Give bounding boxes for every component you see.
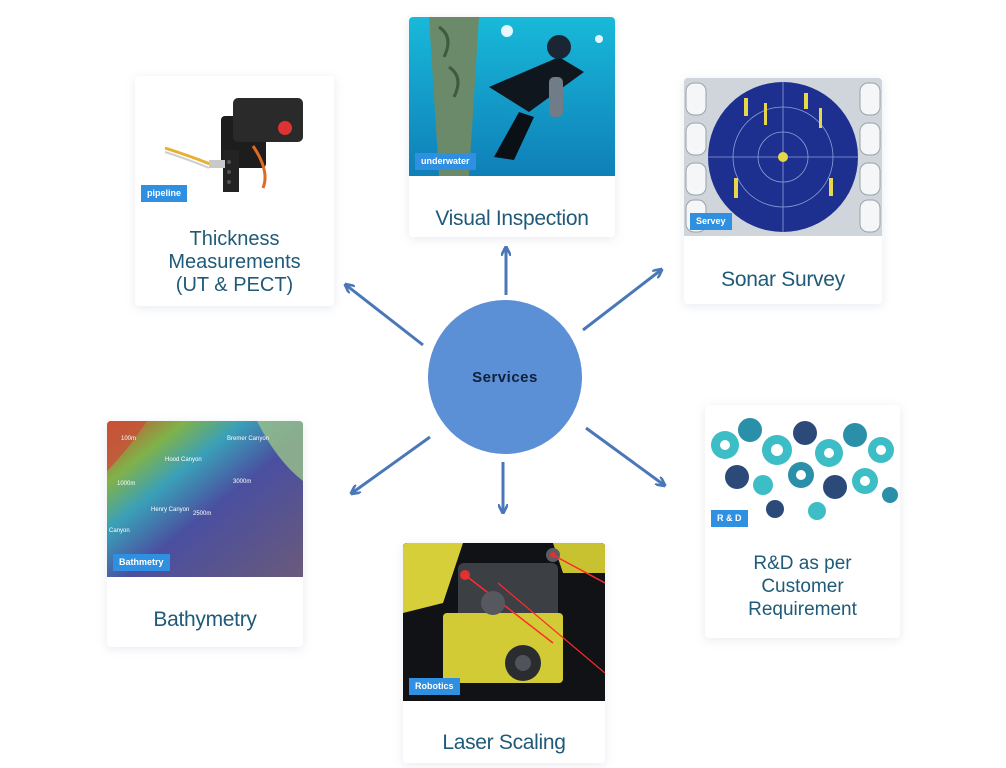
arrow-to-thickness <box>346 285 424 347</box>
card-title-sonar: Sonar Survey <box>721 268 845 291</box>
tag-bathmetry: Bathmetry <box>113 554 170 571</box>
card-title-laser: Laser Scaling <box>442 731 566 754</box>
laser-robot-image: Robotics <box>403 543 605 701</box>
svg-text:Henry Canyon: Henry Canyon <box>151 507 189 513</box>
services-hub: Services <box>428 300 582 454</box>
bathymetry-map-image: 100m Bremer Canyon Hood Canyon 1000m 300… <box>107 421 303 577</box>
card-laser[interactable]: Robotics Laser Scaling <box>403 543 605 763</box>
thickness-probe-image: pipeline <box>135 76 334 208</box>
card-visual[interactable]: underwater Visual Inspection <box>409 17 615 237</box>
card-bathymetry[interactable]: 100m Bremer Canyon Hood Canyon 1000m 300… <box>107 421 303 647</box>
svg-text:100m: 100m <box>121 436 136 442</box>
card-rd[interactable]: R & D R&D as per Customer Requirement <box>705 405 900 638</box>
hub-label: Services <box>472 368 538 386</box>
arrow-to-rd <box>585 426 664 485</box>
card-title-thickness: Thickness Measurements (UT & PECT) <box>168 228 301 296</box>
sonar-image: Servey <box>684 78 882 236</box>
tag-pipeline: pipeline <box>141 185 188 202</box>
diver-image: underwater <box>409 17 615 176</box>
svg-text:Bremer Canyon: Bremer Canyon <box>227 436 269 442</box>
svg-text:3000m: 3000m <box>233 479 251 485</box>
svg-text:Hood Canyon: Hood Canyon <box>165 457 202 463</box>
card-sonar[interactable]: Servey Sonar Survey <box>684 78 882 304</box>
svg-text:1000m: 1000m <box>117 481 135 487</box>
card-title-visual: Visual Inspection <box>435 207 589 230</box>
tag-servey: Servey <box>690 213 732 230</box>
tag-robotics: Robotics <box>409 678 460 695</box>
arrow-to-bathymetry <box>352 435 431 493</box>
tag-underwater: underwater <box>415 153 476 170</box>
card-title-bathymetry: Bathymetry <box>153 608 257 631</box>
tag-rd: R & D <box>711 510 748 527</box>
svg-text:Canyon: Canyon <box>109 528 130 534</box>
card-thickness[interactable]: pipeline Thickness Measurements (UT & PE… <box>135 76 334 306</box>
svg-text:2500m: 2500m <box>193 511 211 517</box>
card-title-rd: R&D as per Customer Requirement <box>748 553 857 620</box>
arrow-to-sonar <box>582 270 661 332</box>
rd-gears-image: R & D <box>705 405 900 533</box>
